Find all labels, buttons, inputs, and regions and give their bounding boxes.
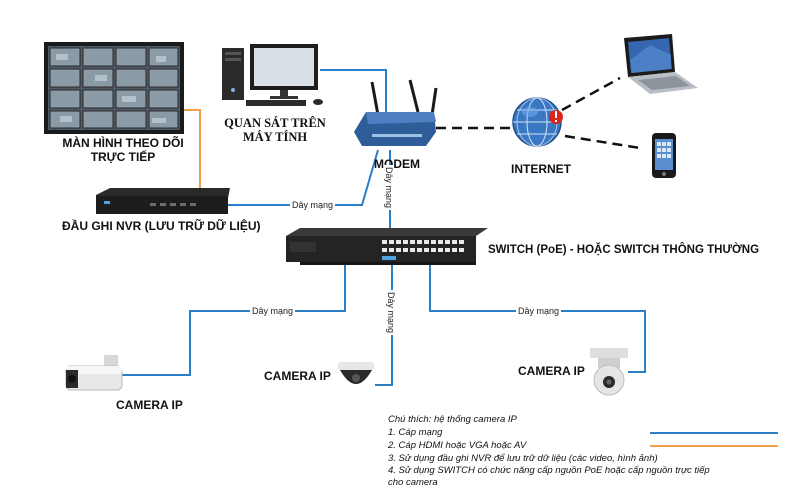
modem-icon bbox=[354, 79, 438, 146]
cable-label-modem-switch: Dây mạng bbox=[384, 165, 394, 211]
cable-label-switch-cam-left: Dây mạng bbox=[250, 306, 296, 316]
legend-item-switch-note: 4. Sử dụng SWITCH có chức năng cấp nguồn… bbox=[388, 465, 710, 488]
camera-center-label: CAMERA IP bbox=[264, 369, 331, 383]
switch-label: SWITCH (PoE) - HOẶC SWITCH THÔNG THƯỜNG bbox=[488, 244, 760, 256]
nvr-label: ĐẦU GHI NVR (LƯU TRỮ DỮ LIỆU) bbox=[62, 219, 261, 233]
legend-item-nvr-note: 3. Sử dụng đầu ghi NVR để lưu trữ dữ liệ… bbox=[388, 453, 658, 464]
monitor-wall bbox=[44, 42, 184, 134]
laptop-icon bbox=[624, 34, 698, 94]
cable-pc-modem bbox=[320, 69, 387, 112]
pc-label: QUAN SÁT TRÊN MÁY TÍNH bbox=[224, 116, 326, 144]
pc-icon bbox=[222, 44, 323, 106]
cable-label-nvr-modem: Dây mạng bbox=[290, 200, 336, 210]
cable-label-switch-cam-center: Dây mạng bbox=[386, 290, 396, 336]
internet-globe-icon bbox=[512, 97, 562, 147]
cable-label-switch-cam-right: Dây mạng bbox=[516, 306, 562, 316]
dome-camera-icon bbox=[338, 362, 374, 384]
internet-label: INTERNET bbox=[511, 162, 571, 176]
legend-swatch-blue bbox=[650, 432, 778, 434]
camera-left-label: CAMERA IP bbox=[116, 398, 183, 412]
switch-icon bbox=[286, 228, 488, 265]
legend-item-network-cable: 1. Cáp mạng bbox=[388, 426, 778, 439]
legend-title: Chú thích: hệ thống camera IP bbox=[388, 414, 517, 425]
legend-item-video-cable: 2. Cáp HDMI hoặc VGA hoặc AV bbox=[388, 439, 778, 452]
modem-label: MODEM bbox=[374, 157, 420, 171]
cable-nvr-monitor bbox=[180, 109, 201, 190]
nvr-icon bbox=[96, 188, 230, 214]
link-internet-phone bbox=[564, 134, 641, 150]
bullet-camera-icon bbox=[65, 355, 123, 391]
monitor-label: MÀN HÌNH THEO DÕI TRỰC TIẾP bbox=[62, 136, 184, 164]
legend-swatch-orange bbox=[650, 445, 778, 447]
cable-switch-cam-left bbox=[120, 262, 346, 376]
alert-icon bbox=[549, 110, 563, 124]
camera-right-label: CAMERA IP bbox=[518, 364, 585, 378]
smartphone-icon bbox=[652, 133, 676, 178]
legend-item-label: 2. Cáp HDMI hoặc VGA hoặc AV bbox=[388, 440, 527, 451]
legend-item-label: 1. Cáp mạng bbox=[388, 427, 443, 438]
cable-switch-cam-right bbox=[429, 262, 646, 373]
wireless-links bbox=[436, 76, 641, 150]
cable-nvr-modem bbox=[228, 149, 379, 206]
link-internet-laptop bbox=[561, 76, 621, 112]
legend: Chú thích: hệ thống camera IP 1. Cáp mạn… bbox=[388, 413, 778, 489]
ptz-camera-icon bbox=[590, 348, 628, 396]
